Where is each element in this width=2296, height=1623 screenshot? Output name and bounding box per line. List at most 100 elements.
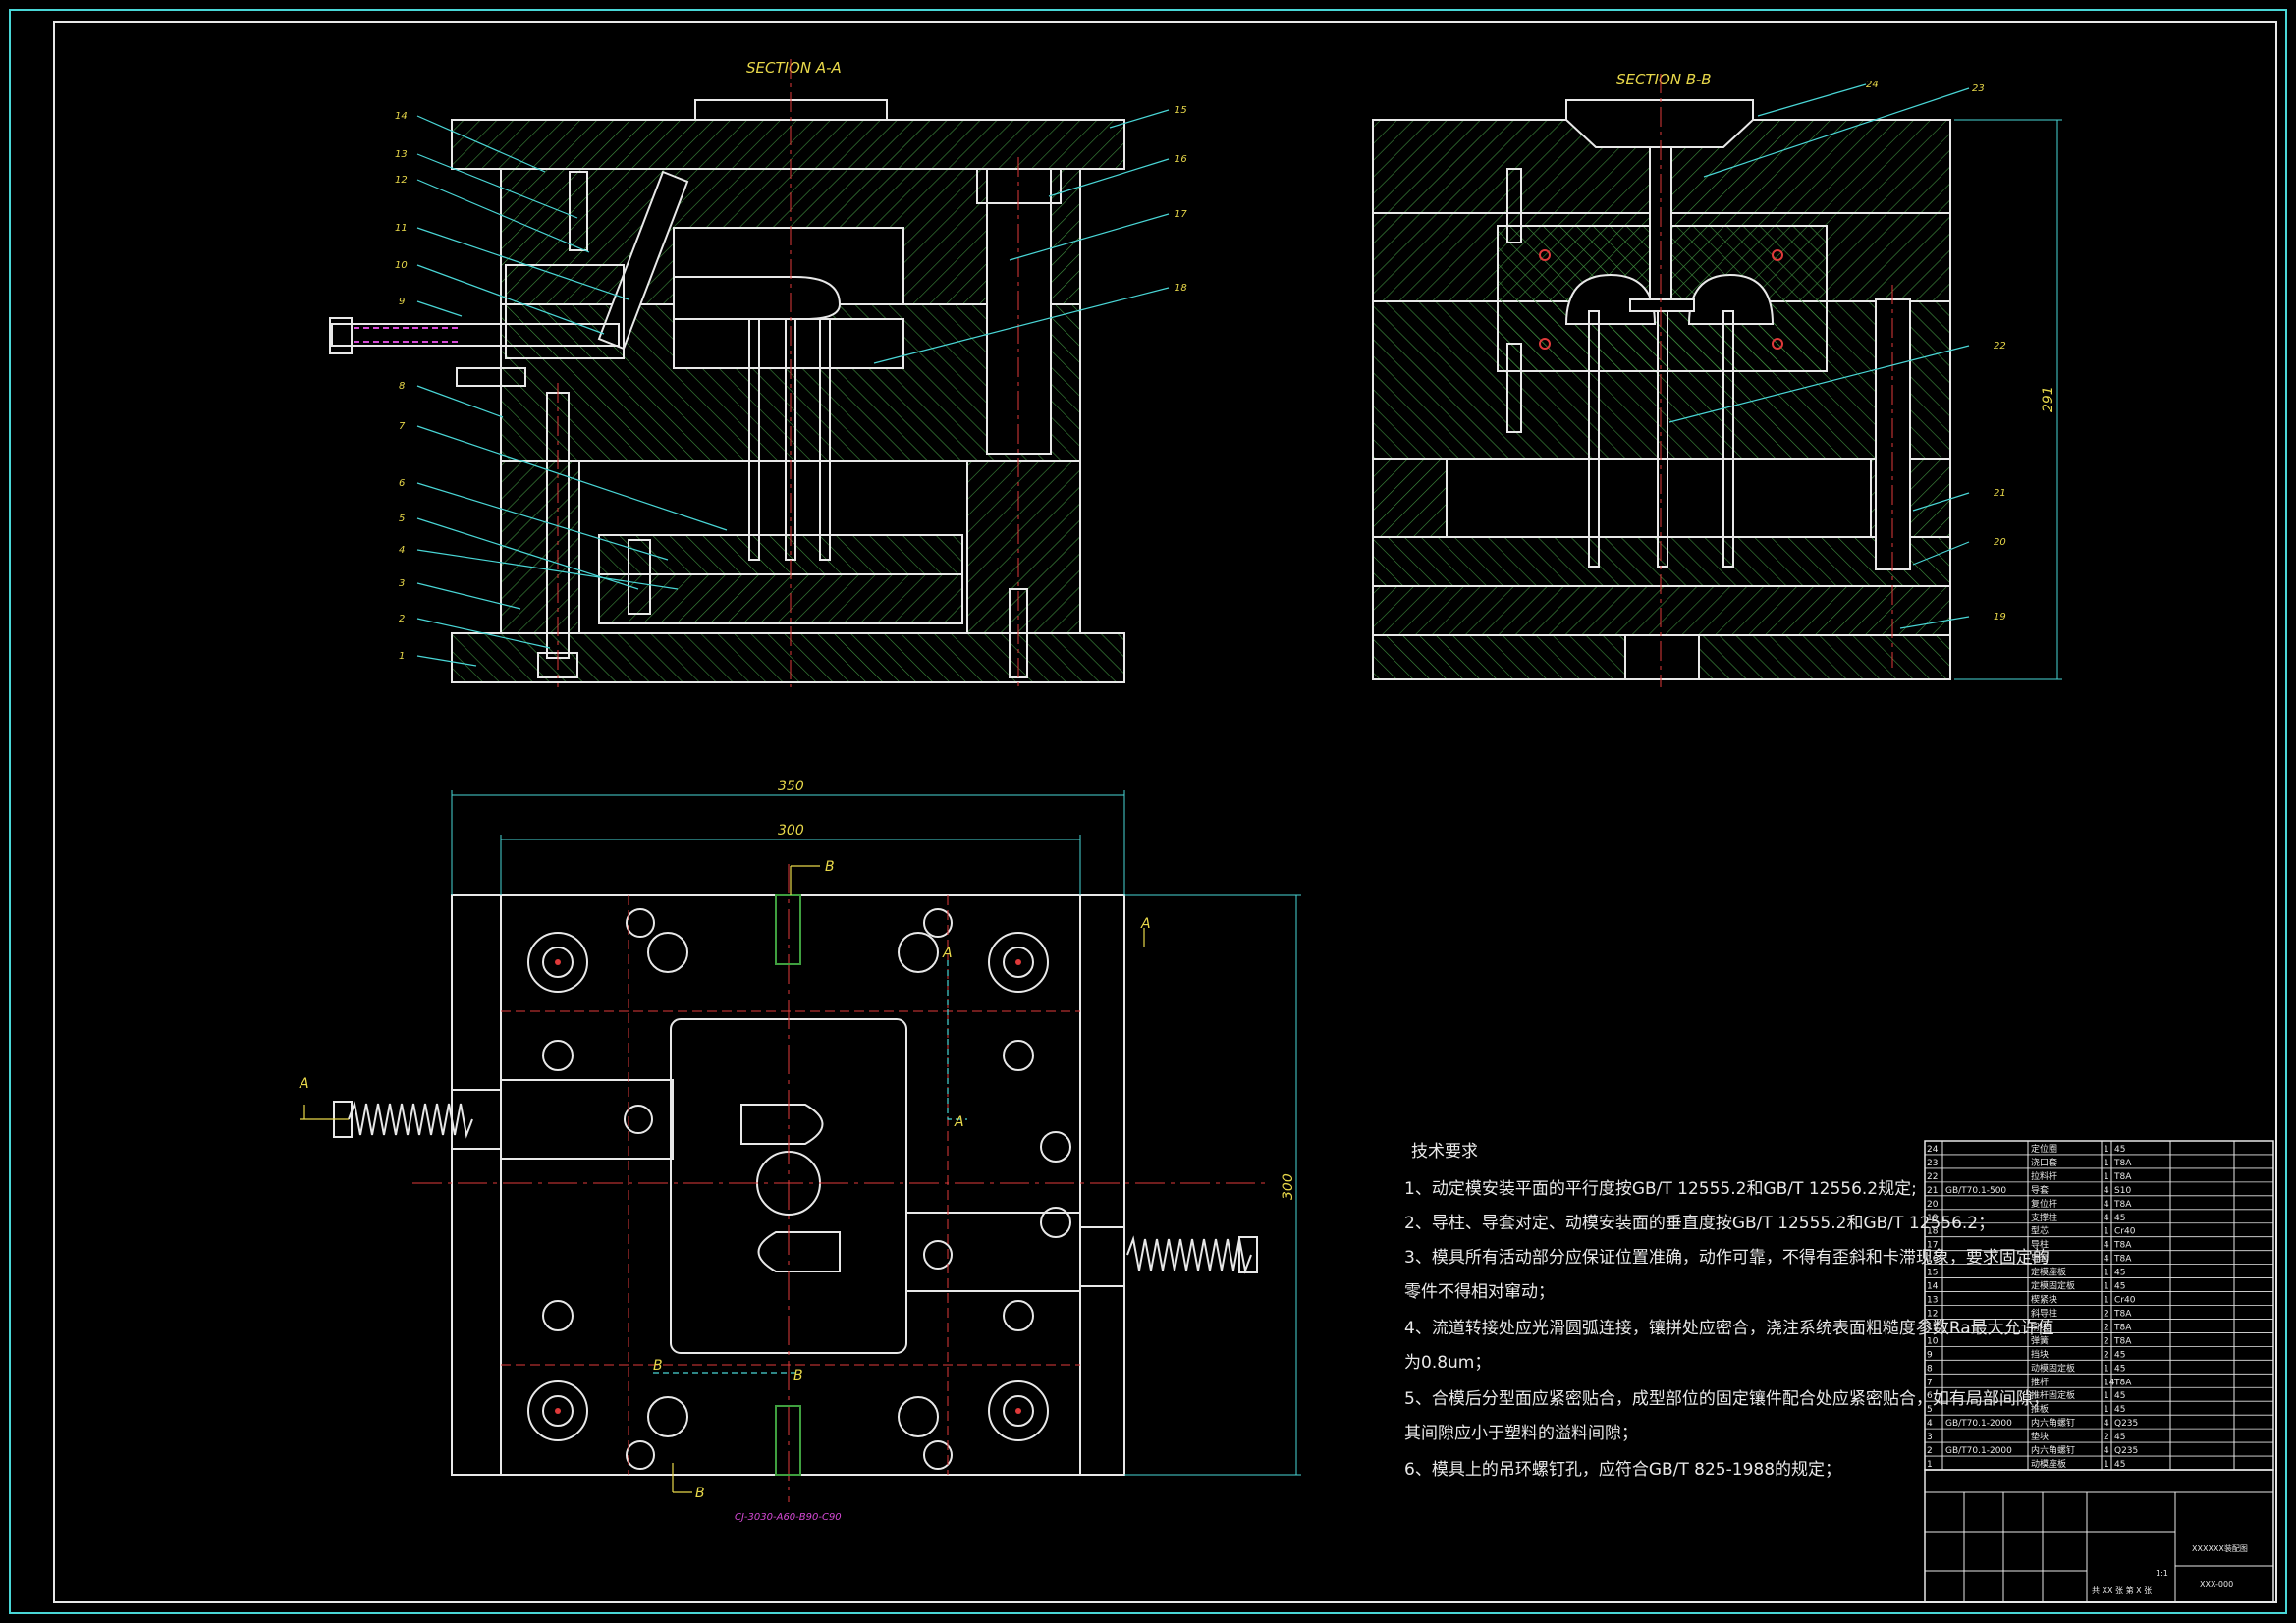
bom-cell-mat: 45 [2114,1460,2125,1470]
plan-return-pin [542,1300,574,1331]
plan-part-lower [757,1231,841,1272]
cut-label-a: A [954,1114,964,1130]
bom-cell-qty: 4 [2104,1186,2109,1196]
bom-cell-name: 支撑柱 [2031,1212,2057,1223]
plan-screw-hole [923,908,953,938]
bom-cell-qty: 4 [2104,1255,2109,1265]
bom-cell-qty: 1 [2104,1460,2109,1470]
bom-cell-mat: Cr40 [2114,1296,2136,1306]
bom-cell-qty: 4 [2104,1214,2109,1223]
bom-cell-name: 内六角螺钉 [2031,1444,2075,1456]
bb-cooling-hole [1772,249,1783,261]
bom-cell-no: 17 [1927,1241,1938,1251]
aa-ejector-retainer [598,534,963,575]
bom-cell-std: GB/T70.1-2000 [1945,1419,2012,1429]
bom-cell-no: 18 [1927,1227,1939,1237]
bom-cell-no: 22 [1927,1172,1938,1182]
bom-cell-mat: S10 [2114,1186,2131,1196]
aa-part-profile [673,276,842,320]
plan-guide-hole [527,932,588,993]
bom-cell-no: 24 [1927,1145,1939,1155]
callout-label: 9 [399,297,405,307]
aa-spacer-left [500,460,580,634]
requirement-line: 6、模具上的吊环螺钉孔，应符合GB/T 825-1988的规定； [1404,1460,1841,1480]
bom-cell-mat: T8A [2113,1159,2132,1168]
bom-cell-qty: 1 [2104,1296,2109,1306]
plan-height-dimension: 300 [1281,1173,1296,1200]
bb-screw [1506,343,1522,433]
callout-label: 6 [399,478,405,489]
requirement-line: 5、合模后分型面应紧密贴合，成型部位的固定镶件配合处应紧密贴合，如有局部间隙， [1404,1388,2050,1409]
callout-label: 21 [1994,488,2006,499]
bom-cell-qty: 1 [2104,1364,2109,1374]
plan-screw-hole [923,1440,953,1470]
bom-cell-mat: T8A [2113,1309,2132,1319]
bom-cell-qty: 2 [2104,1309,2109,1319]
bom-cell-qty: 4 [2104,1200,2109,1210]
bom-cell-no: 14 [1927,1282,1939,1292]
bb-height-dimension: 291 [2041,386,2056,412]
bom-cell-mat: T8A [2113,1255,2132,1265]
callout-label: 4 [399,545,405,556]
callout-label: 14 [395,111,408,122]
bom-cell-no: 2 [1927,1446,1933,1456]
bom-cell-qty: 1 [2104,1405,2109,1415]
cut-label-b: B [793,1368,803,1383]
bom-cell-no: 20 [1927,1200,1939,1210]
bb-cooling-hole [1539,249,1551,261]
bom-cell-no: 11 [1927,1323,1938,1332]
section-bb-title: SECTION B-B [1616,71,1712,88]
requirement-line: 3、模具所有活动部分应保证位置准确，动作可靠，不得有歪斜和卡滞现象，要求固定的 [1404,1248,2050,1268]
plan-screw-hole [647,932,688,973]
aa-slide-block [505,264,625,359]
bom-cell-no: 21 [1927,1186,1938,1196]
bb-screw [1506,168,1522,243]
cut-label-b: B [653,1358,663,1374]
bb-cooling-hole [1539,338,1551,350]
bom-cell-mat: Cr40 [2114,1227,2136,1237]
aa-top-plate [451,119,1125,170]
callout-label: 11 [395,223,408,234]
bom-cell-name: 斜导柱 [2031,1307,2057,1319]
bom-cell-mat: T8A [2113,1241,2132,1251]
section-aa-view: SECTION A-A [329,59,1125,687]
callouts-aa: 14 13 12 11 10 9 8 7 6 5 4 3 2 1 15 16 1… [395,105,1187,667]
plan-support-pillar [1040,1207,1071,1238]
plan-slide-left [500,1079,674,1160]
plan-width-inner: 300 [778,823,804,839]
aa-side-bolt-head [329,317,353,354]
bom-cell-name: 导套 [2031,1184,2049,1196]
aa-side-bolt [331,323,620,347]
bom-cell-mat: 45 [2114,1364,2125,1374]
plan-screw-hole [626,908,655,938]
bom-cell-no: 16 [1927,1255,1939,1265]
plan-guide-hole [527,1380,588,1441]
bom-cell-qty: 2 [2104,1323,2109,1332]
bom-cell-name: 导套 [2031,1253,2049,1265]
bom-cell-qty: 14 [2104,1378,2115,1387]
bom-cell-qty: 4 [2104,1241,2109,1251]
cut-label-b: B [825,859,835,875]
bom-cell-qty: 1 [2104,1227,2109,1237]
cut-label-a: A [299,1076,309,1092]
requirement-line: 1、动定模安装平面的平行度按GB/T 12555.2和GB/T 12556.2规… [1404,1179,1917,1199]
callout-label: 12 [395,175,408,186]
requirement-line: 零件不得相对窜动； [1404,1282,1555,1302]
plan-support-pillar [1040,1131,1071,1163]
bom-cell-no: 12 [1927,1309,1938,1319]
callout-label: 22 [1994,341,2006,352]
aa-ejector-pin [748,318,760,561]
plan-slide-right [905,1212,1081,1292]
bom-cell-name: 推杆 [2031,1376,2049,1387]
bom-cell-no: 7 [1927,1378,1933,1387]
drawing-number: XXX-000 [2200,1580,2233,1589]
bom-cell-mat: 45 [2114,1214,2125,1223]
bom-cell-name: 动模座板 [2031,1458,2066,1470]
bom-cell-name: 浇口套 [2031,1157,2057,1168]
inner-border [53,21,2277,1603]
bom-cell-mat: T8A [2113,1323,2132,1332]
bom-cell-qty: 4 [2104,1446,2109,1456]
bom-cell-name: 推杆固定板 [2031,1389,2075,1401]
bom-cell-no: 3 [1927,1433,1933,1442]
